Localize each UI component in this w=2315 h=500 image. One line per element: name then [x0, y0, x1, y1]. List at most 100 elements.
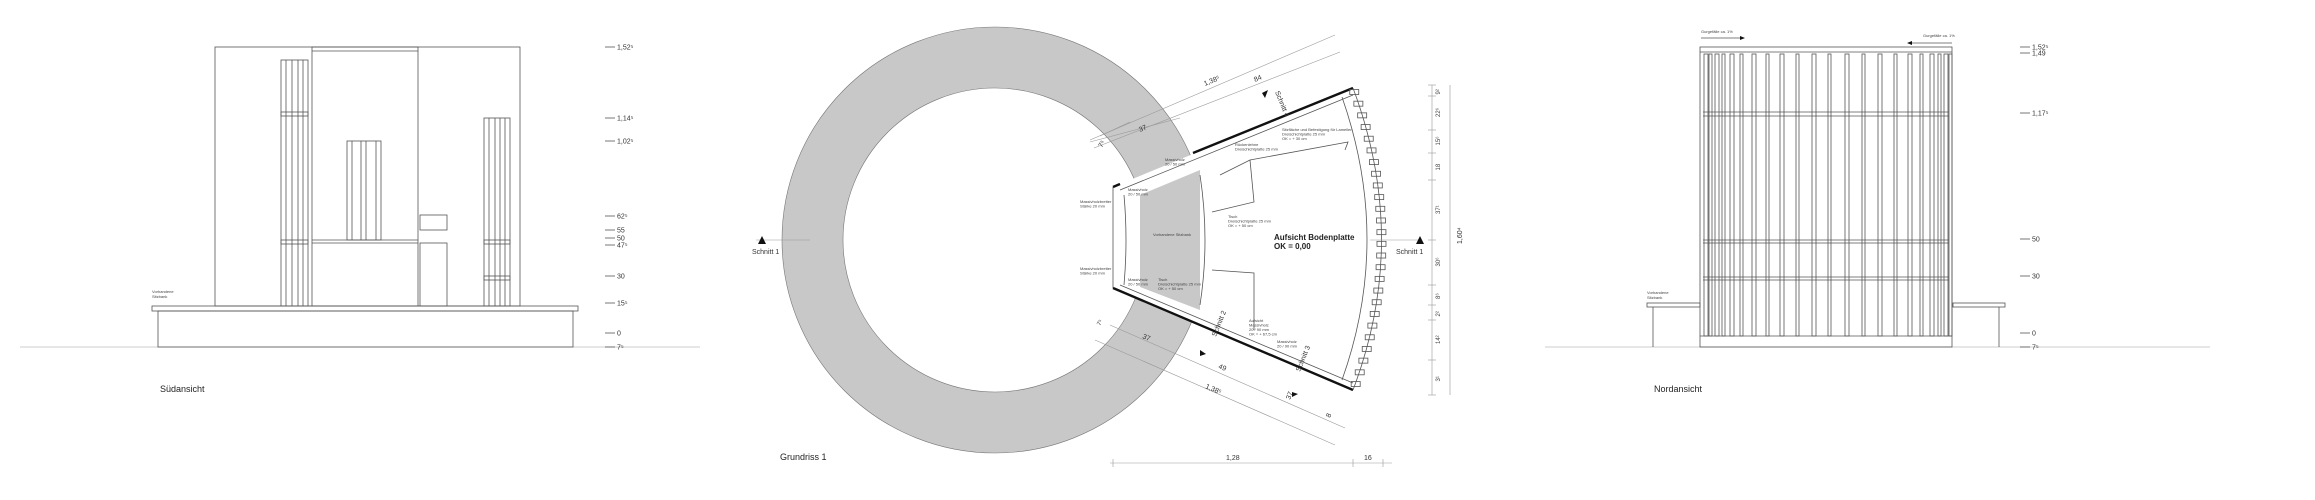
svg-text:16: 16: [1364, 455, 1372, 462]
dim-label: 30⁶: [1435, 257, 1442, 267]
bench-label: Sitzbank: [152, 294, 167, 299]
level-label: 50: [2032, 237, 2040, 244]
north-elevation: Gurgefälle ca. 1% Gurgefälle ca. 1% Vorh…: [1545, 29, 2210, 394]
note-boards_bottom: Massivholzbretter: [1080, 266, 1112, 271]
bench-label: Vorhandene: [152, 289, 174, 294]
slat: [1374, 275, 1385, 282]
left-lamella: [280, 59, 309, 307]
svg-text:84: 84: [1253, 74, 1263, 84]
note-seat: Sitzfläche und Befestigung für Lamellen: [1282, 127, 1353, 132]
plan-annotations: Sitzfläche und Befestigung für LamellenD…: [1080, 127, 1353, 349]
note-view_solid: OK = + 67,5 cm: [1249, 332, 1278, 337]
section-4-marker: Schnitt 4: [1273, 90, 1290, 118]
level-label: 1,49: [2032, 51, 2046, 58]
section-arrow-icon: [1416, 236, 1424, 244]
section-arrow-icon: [1292, 392, 1298, 397]
slat: [1364, 334, 1375, 341]
lamella: [1844, 53, 1850, 337]
lamella: [1739, 53, 1744, 337]
section-arrow-icon: [1200, 350, 1206, 356]
note-solid_left: 20 / 50 mm: [1128, 192, 1149, 197]
level-label: 0: [617, 331, 621, 338]
slat: [1376, 252, 1387, 259]
slope-label: Gurgefälle ca. 1%: [1701, 29, 1733, 34]
slat: [1376, 217, 1386, 224]
bench-top-left: [1646, 302, 1701, 308]
svg-text:1,28: 1,28: [1226, 455, 1240, 462]
lamella: [1943, 53, 1949, 337]
lamella: [1907, 53, 1913, 337]
lamella: [1861, 53, 1866, 337]
lamella: [1948, 53, 1953, 337]
slat: [1369, 159, 1379, 165]
center-window: [346, 140, 382, 241]
slat: [1372, 182, 1383, 189]
level-label: 1,17⁵: [2032, 111, 2049, 118]
small-box: [419, 214, 448, 231]
slat: [1375, 205, 1386, 212]
note-backrest: Dreischichtplatte 25 mm: [1235, 147, 1279, 152]
pavilion-plan: [1112, 86, 1420, 392]
note-view_solid: Aufsicht: [1249, 318, 1264, 323]
section-label: Schnitt 1: [1396, 249, 1423, 256]
dim-label: 2²: [1436, 311, 1442, 316]
slat: [1374, 194, 1385, 201]
level-label: 0: [2032, 331, 2036, 338]
slat: [1349, 89, 1360, 95]
dim-label: 15⁶: [1435, 136, 1442, 146]
level-label: 50: [617, 236, 625, 243]
center-panel: [311, 46, 419, 307]
level-label: 47⁵: [617, 243, 628, 250]
lamella: [1877, 53, 1883, 337]
arrow-left-icon: [1907, 41, 1912, 45]
note-table_top: Tisch: [1228, 214, 1237, 219]
slat: [1350, 381, 1361, 387]
level-label: 1,02⁵: [617, 139, 634, 146]
level-label: 62⁵: [617, 214, 628, 221]
svg-text:37: 37: [1141, 333, 1151, 343]
svg-text:1,38⁵: 1,38⁵: [1204, 383, 1222, 396]
lamella: [1795, 53, 1800, 337]
svg-text:37: 37: [1138, 124, 1148, 134]
dimensions-horizontal: 1,28 16: [1110, 455, 1392, 467]
floor-level: OK = 0,00: [1274, 242, 1311, 251]
note-seat: Dreischichtplatte 25 mm: [1282, 132, 1326, 137]
slat: [1357, 112, 1368, 119]
lamella: [1751, 53, 1757, 337]
note-solid_left: Massivholz: [1128, 187, 1148, 192]
lamella: [1827, 53, 1832, 337]
svg-text:7⁵: 7⁵: [1098, 140, 1108, 149]
arrow-right-icon: [1740, 36, 1745, 40]
dim-label: 18: [1436, 163, 1442, 170]
svg-text:37: 37: [1285, 391, 1294, 401]
level-label: 30: [617, 274, 625, 281]
level-label: 30: [2032, 274, 2040, 281]
slat: [1376, 229, 1387, 236]
slat: [1354, 369, 1365, 376]
slope-label: Gurgefälle ca. 1%: [1923, 33, 1955, 38]
view-title: Nordansicht: [1654, 384, 1703, 394]
slat: [1367, 322, 1378, 329]
svg-text:1,38⁵: 1,38⁵: [1203, 75, 1221, 88]
lamella: [1919, 53, 1924, 337]
plinth: [157, 310, 574, 348]
door: [419, 242, 448, 307]
level-label: 15⁵: [617, 301, 628, 308]
note-solid_bottom: Massivholz: [1128, 277, 1148, 282]
lamella: [1708, 53, 1713, 337]
slat: [1366, 147, 1377, 154]
note-solid_top: 20 / 50 mm: [1165, 162, 1186, 167]
building-outline: [214, 46, 521, 307]
note-table_top: Dreischichtplatte 25 mm: [1228, 219, 1272, 224]
lamella: [1779, 53, 1785, 337]
bench-top: [151, 305, 579, 312]
level-label: 1,52⁵: [2032, 45, 2049, 52]
lamella: [1893, 53, 1898, 337]
view-title: Grundriss 1: [780, 452, 827, 462]
level-label: 7⁵: [617, 345, 624, 352]
dim-label: 14²: [1436, 335, 1442, 344]
